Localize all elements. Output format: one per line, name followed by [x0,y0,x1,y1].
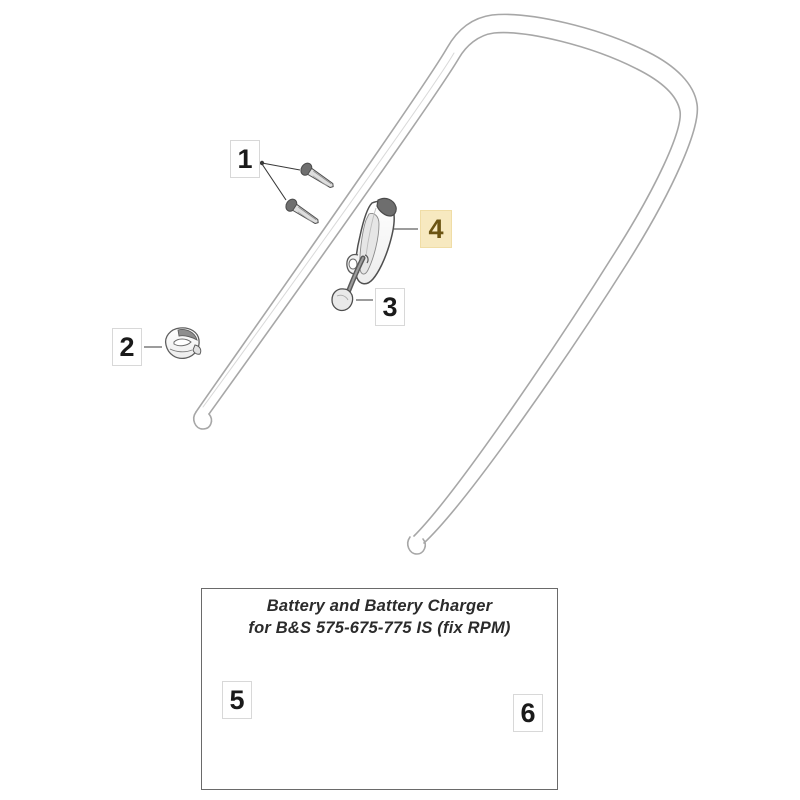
callout-label-2[interactable]: 2 [112,328,142,366]
inset-title-line-2: for B&S 575-675-775 IS (fix RPM) [248,619,511,637]
callout-label-6[interactable]: 6 [513,694,543,732]
part-key-lever-item-3 [331,254,373,312]
battery-charger-inset-panel [201,588,558,790]
handlebar-tube [193,13,699,555]
callout-label-1[interactable]: 1 [230,140,260,178]
callout-label-3[interactable]: 3 [375,288,405,326]
callout-label-5[interactable]: 5 [222,681,252,719]
part-screws-item-1 [259,160,334,225]
inset-title: Battery and Battery Charger for B&S 575-… [201,595,558,639]
part-switch-housing-item-4 [346,197,418,285]
callout-label-4[interactable]: 4 [420,210,452,248]
inset-title-line-1: Battery and Battery Charger [266,597,493,615]
part-cable-clip-item-2 [144,327,202,360]
